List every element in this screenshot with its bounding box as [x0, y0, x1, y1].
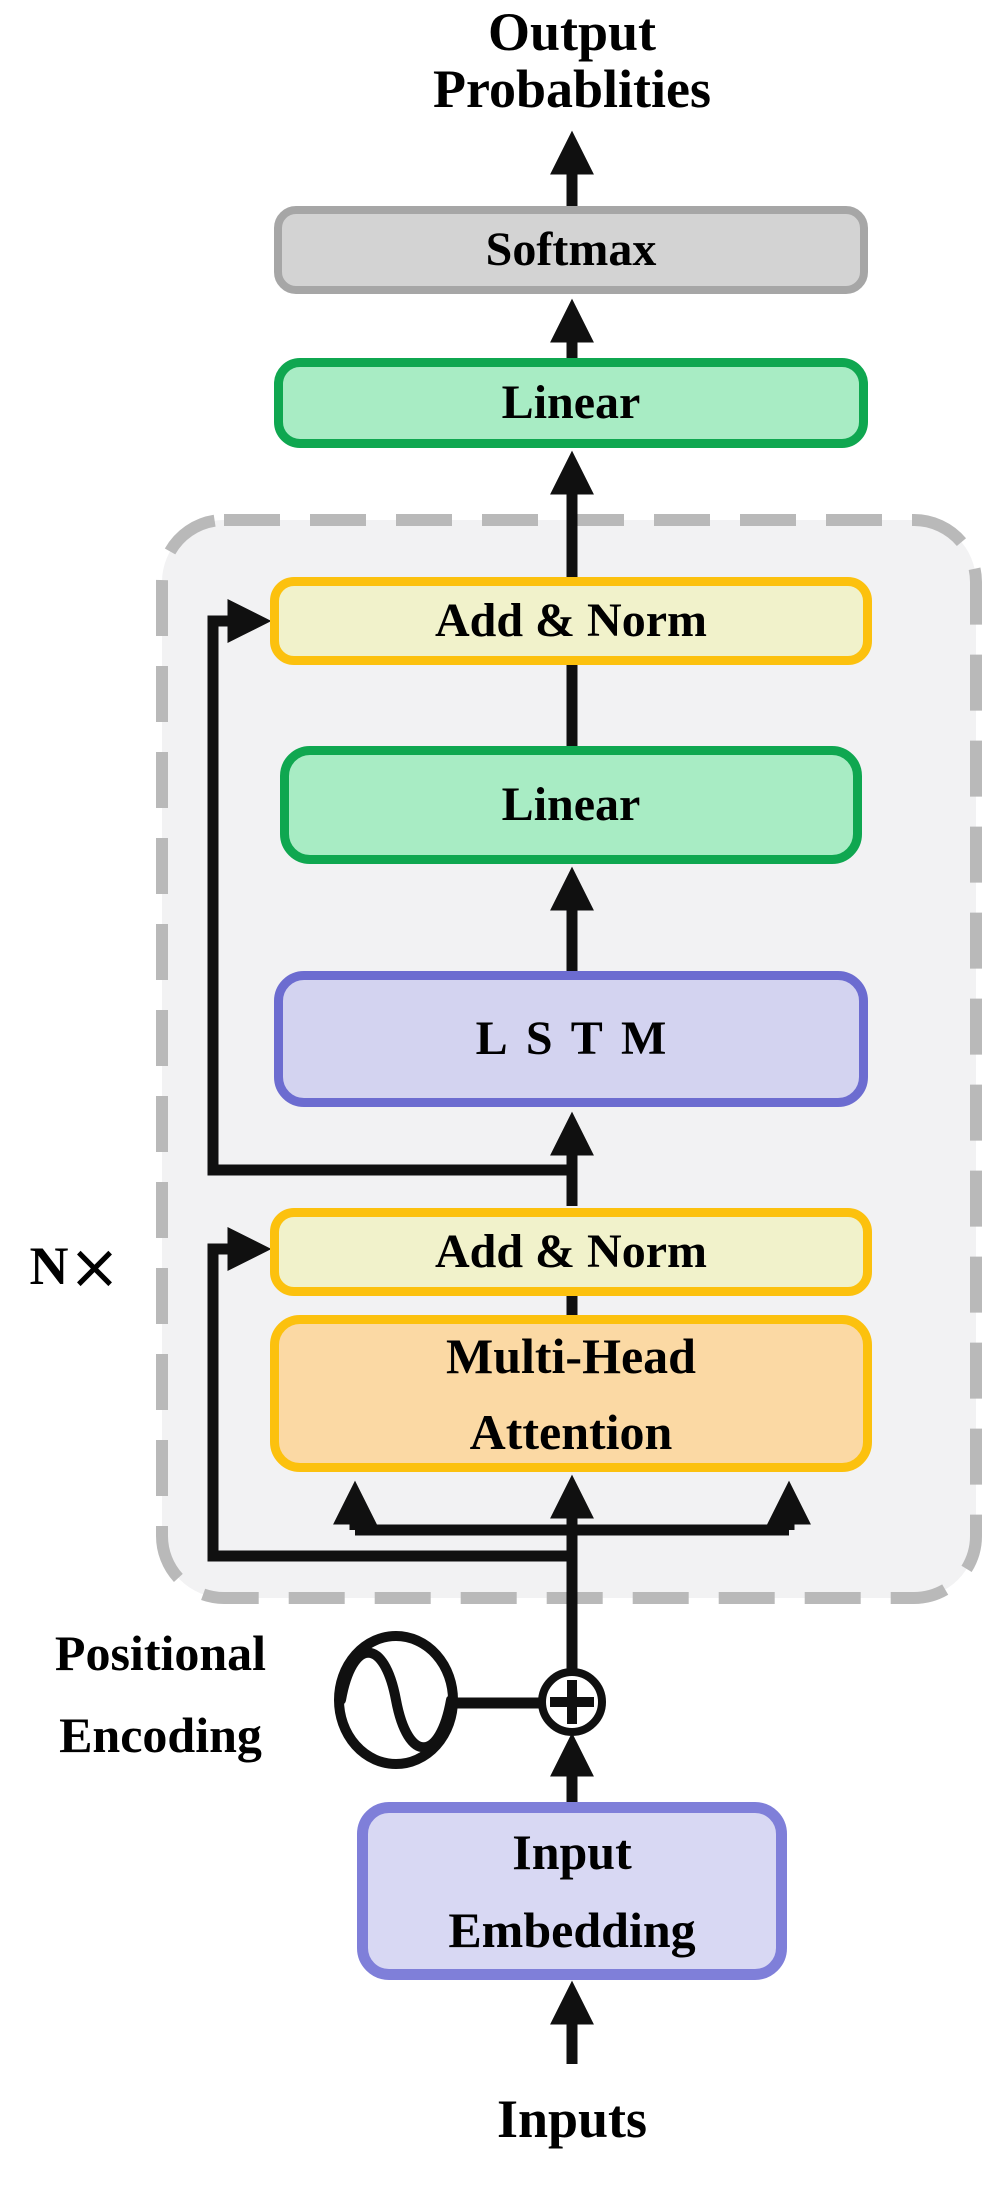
lstm-label: LSTM — [475, 1011, 685, 1065]
softmax-box: Softmax — [274, 206, 868, 294]
add-norm-top-box: Add & Norm — [270, 577, 872, 665]
linear-inner-label: Linear — [501, 777, 641, 831]
inputs-label: Inputs — [496, 2089, 648, 2149]
sine-wave-circle-icon — [334, 1631, 458, 1769]
residual-to-addnorm-bottom — [207, 1227, 572, 1562]
mha-input-arrows — [333, 1480, 811, 1536]
linear-output-box: Linear — [274, 358, 868, 448]
repeat-n: N — [29, 1236, 69, 1296]
linear-output-label: Linear — [501, 375, 641, 429]
positional-encoding-label: Positional Encoding — [18, 1612, 303, 1776]
title-line2: Probablities — [432, 59, 711, 119]
multi-head-attention-box: Multi-Head Attention — [270, 1315, 872, 1472]
input-embedding-line1: Input — [512, 1824, 632, 1880]
linear-inner-box: Linear — [280, 746, 862, 864]
multiply-symbol: × — [68, 1230, 121, 1303]
repeat-n-times-label: N× — [10, 1230, 140, 1303]
add-norm-top-label: Add & Norm — [435, 593, 707, 647]
plus-circle-icon — [538, 1668, 606, 1736]
add-norm-bottom-box: Add & Norm — [270, 1208, 872, 1296]
output-probabilities-label: Output Probablities — [362, 4, 782, 118]
residual-to-addnorm-top — [207, 599, 572, 1176]
mha-line1: Multi-Head — [446, 1327, 696, 1384]
positional-encoding-line1: Positional — [54, 1625, 267, 1681]
residual-connections — [207, 599, 572, 1562]
mha-line2: Attention — [469, 1403, 673, 1460]
input-embedding-line2: Embedding — [448, 1902, 696, 1958]
positional-encoding-line2: Encoding — [59, 1707, 262, 1763]
input-embedding-box: Input Embedding — [357, 1802, 787, 1980]
title-line1: Output — [487, 2, 657, 62]
softmax-label: Softmax — [485, 222, 657, 276]
add-norm-bottom-label: Add & Norm — [435, 1224, 707, 1278]
lstm-box: LSTM — [274, 971, 868, 1107]
